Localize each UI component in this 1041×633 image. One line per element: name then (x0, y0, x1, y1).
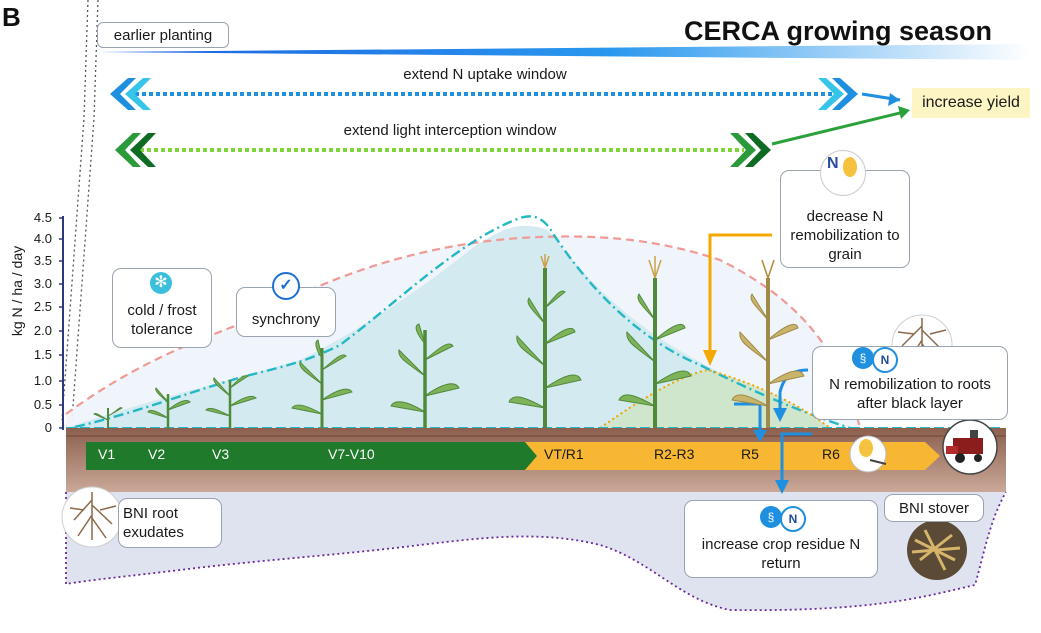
nitrogen-kernel-icon: N (820, 150, 866, 196)
uptake-window-label: extend N uptake window (403, 66, 567, 83)
y-tick: 0 (44, 420, 52, 435)
remobilization-area (600, 370, 830, 428)
light-window-label: extend light interception window (343, 122, 557, 139)
stage-v2: V2 (148, 446, 166, 462)
remob-grain-arrow (708, 233, 772, 352)
n-bubble-icon: N (872, 347, 898, 373)
synchrony-label: synchrony (251, 311, 321, 328)
light-window-arrow (115, 133, 771, 167)
residue-label: increase crop residue N return (701, 536, 861, 572)
bni-stover-box: BNI stover (884, 494, 984, 522)
season-title: CERCA growing season (684, 16, 993, 46)
vegetative-bar (86, 442, 537, 470)
season-gradient-bar (98, 44, 1030, 60)
decrease-remob-box: decrease N remobilization to grain (780, 170, 910, 268)
y-tick: 0.5 (33, 397, 52, 412)
stage-r2-r3: R2-R3 (654, 446, 695, 462)
harvester-icon (942, 419, 998, 475)
y-tick: 2.0 (33, 323, 52, 338)
increase-yield-label: increase yield (912, 88, 1030, 118)
y-tick: 4.5 (33, 210, 52, 225)
checkmark-icon: ✓ (272, 272, 300, 300)
remob-roots-label: N remobilization to roots after black la… (829, 376, 991, 412)
stage-v7-v10: V7-V10 (328, 446, 375, 462)
microbe-icon: § (760, 506, 782, 528)
microbe-icon: § (852, 347, 874, 369)
y-tick: 3.0 (33, 276, 52, 291)
y-tick: 2.5 (33, 299, 52, 314)
stage-r6: R6 (822, 446, 840, 462)
n-bubble-icon: N (780, 506, 806, 532)
uptake-window-arrow (110, 78, 858, 110)
chevron-right-icon (818, 78, 844, 110)
remob-roots-box: N remobilization to roots after black la… (812, 346, 1008, 420)
cold-tolerance-label: cold / frost tolerance (127, 302, 197, 338)
decrease-remob-label: decrease N remobilization to grain (790, 208, 900, 263)
panel-letter: B (2, 2, 21, 32)
arrow-to-yield-green (771, 110, 905, 146)
stage-v3: V3 (212, 446, 230, 462)
chevron-left-icon (110, 78, 136, 110)
y-tick: 4.0 (33, 231, 52, 246)
dotted-outline-left (71, 0, 99, 421)
snowflake-icon: ✻ (150, 272, 172, 294)
maize-plant-icon (93, 254, 805, 428)
stage-r5: R5 (741, 446, 759, 462)
root-icon (61, 486, 123, 548)
y-tick: 1.0 (33, 373, 52, 388)
y-tick: 1.5 (33, 347, 52, 362)
residue-arrow (780, 432, 812, 482)
bni-root-box: BNI root exudates (118, 498, 222, 548)
kernel-icon (849, 435, 887, 473)
y-tick: 3.5 (33, 253, 52, 268)
bni-root-label: BNI root exudates (123, 505, 184, 541)
stage-vt-r1: VT/R1 (544, 446, 584, 462)
earlier-planting-label: earlier planting (97, 22, 229, 48)
stage-v1: V1 (98, 446, 116, 462)
bni-stover-label: BNI stover (898, 500, 970, 517)
reproductive-bar (525, 442, 940, 470)
stover-icon (907, 520, 967, 580)
